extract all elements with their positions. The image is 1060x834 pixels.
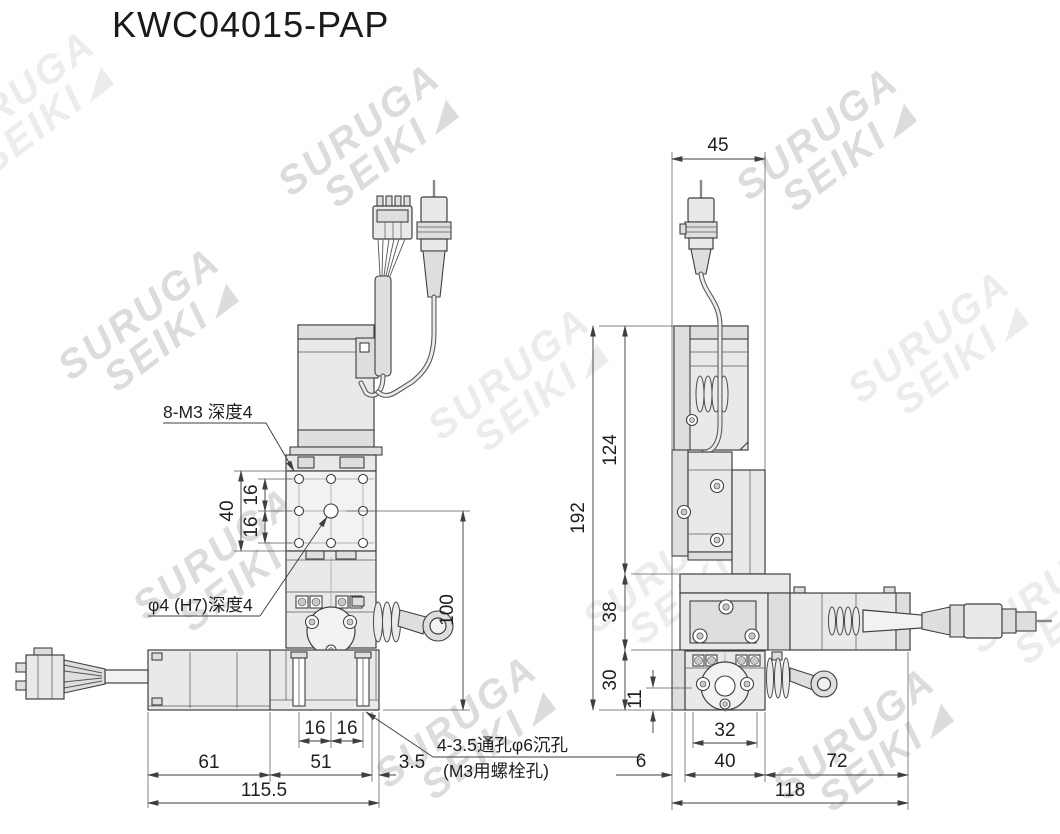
dim-motor-section: 61 — [198, 752, 219, 773]
dim-base-step: 11 — [625, 689, 646, 709]
callout-base-holes-line2: (M3用螺栓孔) — [443, 761, 549, 781]
dim-overall-length: 115.5 — [241, 780, 287, 801]
m3-tapped-holes — [293, 473, 369, 549]
dim-height-100: 100 — [437, 594, 458, 626]
front-top-flat-connector — [358, 195, 413, 398]
dim-body-section: 51 — [310, 752, 331, 773]
dim-edge-offset: 3.5 — [399, 752, 425, 773]
side-carriage-bracket — [671, 449, 766, 575]
front-clamp-knob — [351, 596, 454, 643]
center-pilot-hole — [323, 503, 339, 519]
front-bottom-stage — [147, 649, 380, 711]
dim-pitch-v-lower: 16 — [241, 516, 262, 537]
dim-depth-45: 45 — [707, 135, 728, 156]
front-vertical-motor — [297, 324, 379, 448]
dim-motor-overhang-72: 72 — [826, 751, 847, 772]
dim-table-width-40: 40 — [714, 751, 735, 772]
dim-pitch-v-upper: 16 — [241, 484, 262, 505]
dim-mid-height: 38 — [600, 601, 621, 622]
front-view-dimensions: 40 16 16 100 16 16 61 51 3.5 115.5 8-M3 … — [147, 402, 642, 808]
dim-table-size: 40 — [217, 500, 238, 521]
side-view-dimensions: 45 192 124 38 30 11 32 6 40 72 118 — [568, 135, 909, 810]
side-bottom-flange — [671, 649, 838, 712]
front-view — [15, 180, 454, 711]
dim-pitch-h-right: 16 — [336, 718, 357, 739]
dim-base-width-118: 118 — [775, 780, 805, 801]
front-adapter — [285, 454, 377, 472]
part-number-title: KWC04015-PAP — [112, 4, 390, 45]
side-round-connector — [679, 180, 723, 455]
dim-hole-pitch-32: 32 — [714, 720, 735, 741]
dim-edge-offset-6: 6 — [636, 751, 647, 772]
callout-center-hole: φ4 (H7)深度4 — [148, 595, 253, 615]
callout-base-holes-line1: 4-3.5通孔φ6沉孔 — [437, 735, 568, 755]
callout-tap-holes: 8-M3 深度4 — [163, 402, 253, 422]
side-vertical-motor — [673, 325, 749, 451]
dim-pitch-h-left: 16 — [304, 718, 325, 739]
dim-upper-height: 124 — [600, 434, 621, 466]
side-right-cable-connector — [862, 603, 1052, 639]
front-top-round-connector — [375, 180, 452, 398]
dim-overall-height: 192 — [568, 502, 589, 534]
dim-lower-height: 30 — [600, 669, 621, 690]
side-view — [671, 180, 1052, 712]
front-motor-flange — [289, 446, 383, 456]
front-left-cable-connector — [15, 647, 149, 700]
